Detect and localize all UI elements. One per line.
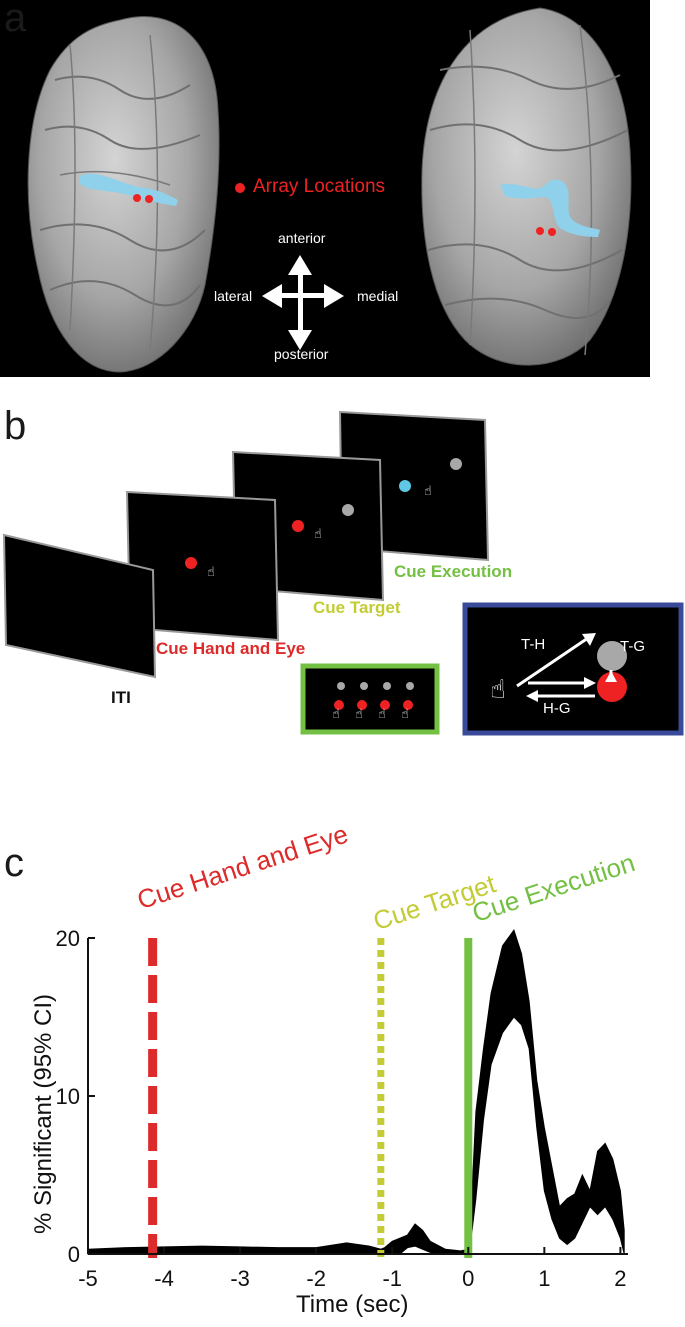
hand-icon: ☝ (207, 564, 215, 579)
target-dot (597, 641, 627, 671)
left-hemisphere (27, 16, 220, 373)
compass-anterior-label: anterior (278, 230, 326, 246)
x-tick-label: -2 (306, 1266, 326, 1291)
target-dot (342, 504, 354, 516)
target-dot (450, 458, 462, 470)
compass-posterior-label: posterior (274, 346, 329, 362)
hand-icon: ☝ (332, 706, 340, 721)
array-location-marker (548, 228, 556, 236)
panel-label-c: c (4, 841, 24, 885)
compass-lateral-label: lateral (214, 288, 253, 304)
eye-fixation-dot (185, 557, 197, 569)
sulcus-highlight (500, 179, 600, 237)
inset-relations-diagram: ☝ (462, 602, 684, 736)
hand-icon: ☝ (490, 674, 506, 704)
array-locations-label: Array Locations (253, 176, 386, 197)
brain-panel: Array Locations anterior posterior later… (0, 0, 650, 377)
panel-label-b: b (4, 404, 27, 448)
y-tick-label: 10 (56, 1084, 80, 1109)
task-panel: ☝ ☝ ☝ ☝ ☝ (0, 400, 685, 740)
array-location-marker (536, 227, 544, 235)
x-tick-label: 0 (462, 1266, 474, 1291)
hand-icon: ☝ (424, 483, 432, 498)
y-tick-label: 0 (68, 1242, 80, 1267)
relation-th-label: T-H (521, 636, 546, 653)
eye-fixation-dot (292, 520, 304, 532)
array-location-marker (133, 194, 141, 202)
compass-medial-label: medial (357, 288, 399, 304)
screen-iti (2, 533, 157, 679)
right-hemisphere (421, 7, 632, 366)
panel-label-a: a (4, 0, 27, 40)
label-cue-execution: Cue Execution (394, 562, 513, 581)
array-location-marker (145, 195, 153, 203)
x-tick-label: -4 (154, 1266, 174, 1291)
y-tick-label: 20 (56, 926, 80, 951)
label-cue-hand-eye: Cue Hand and Eye (156, 639, 306, 658)
hand-icon: ☝ (378, 706, 386, 721)
brain-render (27, 7, 632, 373)
cued-target-dot (399, 480, 411, 492)
x-axis-title: Time (sec) (296, 1291, 409, 1318)
x-tick-label: -5 (78, 1266, 98, 1291)
x-tick-label: -3 (230, 1266, 250, 1291)
relation-hg-label: H-G (543, 700, 571, 717)
y-axis-title: % Significant (95% CI) (30, 993, 57, 1235)
eye-fixation-dot (597, 672, 627, 702)
sulcus-highlight (80, 173, 178, 206)
x-tick-label: -1 (382, 1266, 402, 1291)
ci-band (87, 929, 625, 1255)
hand-icon: ☝ (401, 706, 409, 721)
label-cue-target: Cue Target (313, 598, 401, 617)
label-iti: ITI (111, 688, 131, 707)
legend-marker (235, 183, 245, 193)
inset-hand-positions: ☝ ☝ ☝ ☝ (300, 663, 440, 735)
relation-tg-label: T-G (620, 638, 645, 655)
hand-icon: ☝ (355, 706, 363, 721)
x-tick-label: 2 (614, 1266, 626, 1291)
x-tick-label: 1 (538, 1266, 550, 1291)
orientation-compass (262, 255, 344, 350)
hand-icon: ☝ (314, 526, 322, 541)
